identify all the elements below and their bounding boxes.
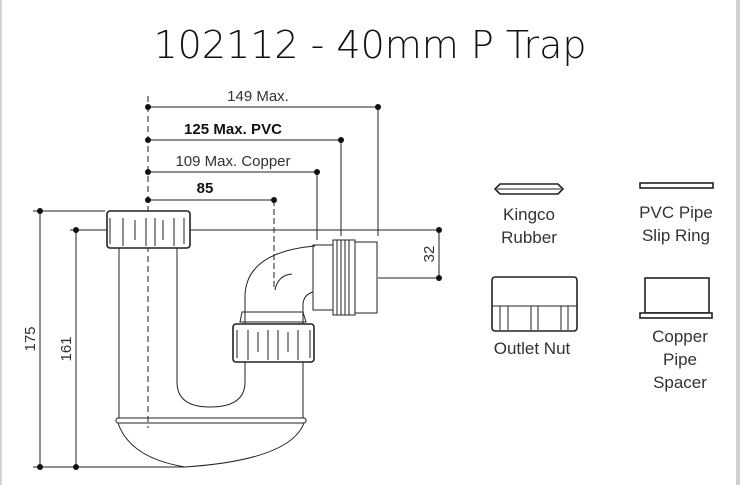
kingco-rubber-label: Kingco bbox=[503, 205, 555, 224]
copper-spacer-icon bbox=[644, 277, 710, 314]
dimension-32-label: 32 bbox=[421, 246, 438, 263]
part-copper-spacer: Copper Pipe Spacer bbox=[639, 277, 713, 392]
dimension-109-label: 109 Max. Copper bbox=[175, 153, 290, 170]
dimension-149: 149 Max. bbox=[145, 88, 381, 236]
kingco-rubber-label-2: Rubber bbox=[501, 228, 557, 247]
part-outlet-nut: Outlet Nut bbox=[491, 276, 578, 358]
dimension-85: 85 bbox=[145, 180, 277, 290]
lower-nut bbox=[232, 323, 315, 363]
part-kingco-rubber: Kingco Rubber bbox=[493, 183, 565, 247]
copper-spacer-label-2: Pipe bbox=[663, 350, 697, 369]
dimension-161-label: 161 bbox=[58, 336, 75, 361]
pvc-slip-ring-label-2: Slip Ring bbox=[642, 226, 710, 245]
pvc-slip-ring-label: PVC Pipe bbox=[639, 203, 713, 222]
dimension-149-label: 149 Max. bbox=[227, 88, 289, 105]
dimension-85-label: 85 bbox=[197, 180, 214, 197]
copper-spacer-label-3: Spacer bbox=[653, 373, 707, 392]
dimension-125-label: 125 Max. PVC bbox=[184, 121, 282, 138]
dimension-175-label: 175 bbox=[22, 326, 39, 351]
dimension-125: 125 Max. PVC bbox=[145, 121, 344, 236]
dimension-32: 32 bbox=[378, 227, 442, 281]
dimension-175: 175 bbox=[22, 208, 185, 470]
outlet-nut-icon bbox=[491, 276, 578, 332]
slip-ring-icon bbox=[639, 182, 714, 189]
part-pvc-slip-ring: PVC Pipe Slip Ring bbox=[639, 182, 714, 245]
copper-spacer-label: Copper bbox=[652, 327, 708, 346]
dimension-109: 109 Max. Copper bbox=[145, 153, 320, 240]
outlet-nut-label: Outlet Nut bbox=[494, 339, 571, 358]
page-title: 102112 - 40mm P Trap bbox=[153, 23, 586, 67]
top-nut bbox=[106, 210, 191, 249]
